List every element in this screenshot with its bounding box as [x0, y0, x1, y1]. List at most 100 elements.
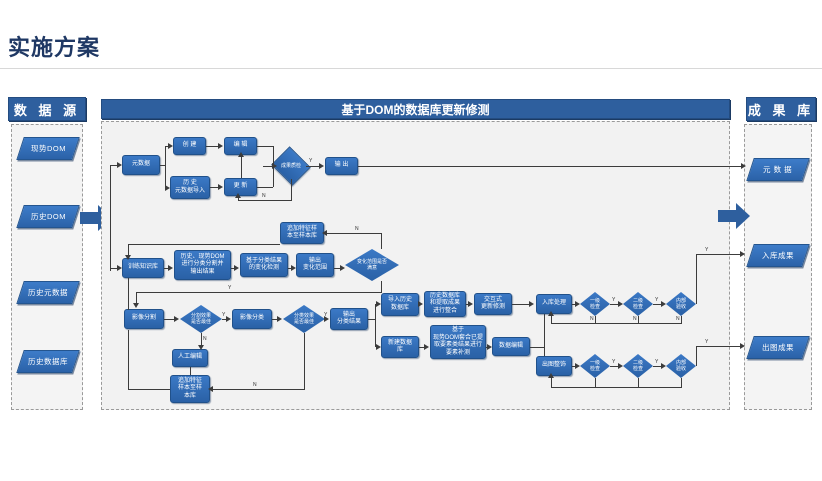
- edge-dataedit-up: [544, 307, 545, 348]
- node-dom-classification[interactable]: 历史、现势DOM 进行分类分割并 输出结果: [174, 250, 231, 280]
- result-label-3: 出图成果: [762, 343, 794, 352]
- page-title: 实施方案: [8, 35, 101, 60]
- arrow-accept2-to-result: [740, 343, 745, 349]
- edge-changeN-vertical: [381, 233, 382, 249]
- decision-level2-check-store[interactable]: 二级 检查: [623, 292, 653, 316]
- result-item-3[interactable]: 出图成果: [746, 336, 810, 359]
- edge-accept-no-v: [681, 316, 682, 323]
- label-chk1-yes: Y: [612, 297, 616, 303]
- edge-chk1-no-v: [595, 316, 596, 323]
- data-source-item-1[interactable]: 现势DOM: [16, 137, 80, 160]
- edge-outrange-to-decision: [334, 268, 342, 269]
- node-image-segmentation[interactable]: 影像分割: [124, 309, 164, 329]
- node-store-processing[interactable]: 入库处理: [536, 294, 572, 314]
- arrow-update-to-edit: [238, 152, 244, 157]
- label-change-yes: Y: [228, 285, 232, 291]
- label-clsok-yes: Y: [324, 312, 328, 318]
- result-label-1: 元 数 据: [763, 165, 793, 174]
- edge-changeY-left: [136, 292, 382, 293]
- node-interactive-update[interactable]: 交互式 更新修测: [474, 293, 512, 315]
- edge-changeN-horizontal: [325, 233, 382, 234]
- arrow-detect-to-outrange: [291, 265, 296, 271]
- arrow-create-to-edit: [218, 143, 223, 149]
- result-item-2[interactable]: 入库成果: [746, 244, 810, 267]
- data-source-label-4: 历史数据库: [28, 357, 68, 366]
- decision-change-range-ok[interactable]: 变化范围是否 满意: [345, 249, 399, 281]
- node-append-feature-sample-library-2[interactable]: 追加特征 样本至样 本库: [170, 375, 210, 403]
- decision-segmentation-ok[interactable]: 分割效果 是否最佳: [180, 305, 222, 333]
- edge-chain2-no-back: [551, 387, 682, 388]
- node-output-classification-result[interactable]: 输出 分类结果: [330, 308, 368, 330]
- edge-quality-no-back: [238, 200, 292, 201]
- edge-segok-yes: [222, 319, 227, 320]
- title-divider: [0, 68, 822, 69]
- label-accept2-yes: Y: [705, 339, 709, 345]
- node-import-history-metadata[interactable]: 历 史 元数据导入: [170, 176, 210, 199]
- node-map-finishing[interactable]: 出图整饰: [536, 356, 572, 376]
- edge-detect-to-outrange: [288, 268, 293, 269]
- node-create[interactable]: 创 建: [173, 137, 206, 155]
- label-accept1-yes: Y: [705, 247, 709, 253]
- arrow-segok-no: [198, 345, 204, 350]
- edge-clsok-no-left: [211, 389, 305, 390]
- label-quality-yes: Y: [309, 158, 313, 164]
- edge-interactive-to-store: [512, 304, 530, 305]
- node-output-change-range[interactable]: 输出 变化范围: [296, 253, 334, 277]
- edge-mapaccept-no-v: [681, 378, 682, 387]
- edge-metadata-split: [165, 146, 166, 188]
- arrow-mapchk1-to-chk2: [618, 363, 623, 369]
- decision-internal-acceptance-map[interactable]: 内部 验收: [666, 354, 696, 378]
- data-source-item-2[interactable]: 历史DOM: [16, 205, 80, 228]
- decision-level2-check-map[interactable]: 二级 检查: [623, 354, 653, 378]
- label-accept-no: N: [676, 316, 680, 322]
- edge-append2-to-segment-h: [128, 389, 170, 390]
- decision-level1-check-store[interactable]: 一级 检查: [580, 292, 610, 316]
- label-quality-no: N: [262, 193, 266, 199]
- edge-accept2-yes-right: [696, 346, 741, 347]
- node-image-classification[interactable]: 影像分类: [232, 309, 272, 329]
- edge-entry-vertical: [110, 165, 111, 271]
- edge-chain1-no-back: [551, 323, 682, 324]
- edge-chk2-no-v: [638, 316, 639, 323]
- node-output[interactable]: 输 出: [325, 157, 358, 175]
- arrow-interactive-to-store: [529, 301, 534, 307]
- arrow-classify-to-detect: [234, 265, 239, 271]
- node-metadata[interactable]: 元数据: [122, 155, 160, 175]
- node-new-db[interactable]: 新建数据 库: [381, 336, 419, 358]
- right-panel-header: 成 果 库: [746, 97, 816, 121]
- arrow-chain1-no-back: [548, 311, 554, 316]
- node-import-history-db[interactable]: 导入历史 数据库: [381, 293, 419, 316]
- decision-quality-check[interactable]: 成果质检: [271, 146, 311, 186]
- edge-accept2-yes-up: [696, 346, 697, 366]
- node-training-knowledge-base[interactable]: 训练知识库: [122, 258, 164, 278]
- node-manual-edit[interactable]: 人工编辑: [172, 349, 208, 367]
- data-source-item-3[interactable]: 历史元数据: [16, 281, 80, 304]
- result-item-1[interactable]: 元 数 据: [746, 158, 810, 181]
- edge-manualedit-to-append2: [190, 367, 191, 375]
- arrow-join-to-decision: [272, 163, 277, 169]
- arrow-outcls-to-newdb: [376, 344, 381, 350]
- decision-internal-acceptance-store[interactable]: 内部 验收: [666, 292, 696, 316]
- arrow-changeN-to-append: [322, 230, 327, 236]
- edge-classify-to-clsok: [272, 319, 279, 320]
- arrow-output-to-result-metadata: [741, 163, 746, 169]
- node-change-detection[interactable]: 基于分类结果 的变化检测: [240, 253, 288, 277]
- result-label-2: 入库成果: [762, 251, 794, 260]
- edge-segment-to-segok: [164, 319, 176, 320]
- arrow-decision-yes: [319, 163, 324, 169]
- node-merge-history-db[interactable]: 历史数据库 和提取成果 进行整合: [424, 291, 466, 317]
- decision-classification-ok[interactable]: 分类效果 是否最佳: [283, 305, 325, 333]
- node-feature-supplement[interactable]: 基于 现势DOM套合已提 取要素类结果进行 要素补测: [430, 325, 486, 359]
- edge-chain2-no-up: [551, 376, 552, 388]
- label-clsok-no: N: [253, 382, 257, 388]
- node-append-feature-sample-library[interactable]: 追加特征样 本至样本库: [280, 222, 324, 244]
- edge-outcls-split-v: [375, 304, 376, 347]
- decision-level1-check-map[interactable]: 一级 检查: [580, 354, 610, 378]
- arrow-segok-yes: [226, 316, 231, 322]
- data-source-label-3: 历史元数据: [28, 288, 68, 297]
- label-chk2-yes: Y: [655, 297, 659, 303]
- node-data-editing[interactable]: 数据编辑: [492, 337, 530, 356]
- data-source-item-4[interactable]: 历史数据库: [16, 350, 80, 373]
- edge-chk1-to-chk2: [610, 304, 619, 305]
- data-source-label-1: 现势DOM: [30, 144, 66, 153]
